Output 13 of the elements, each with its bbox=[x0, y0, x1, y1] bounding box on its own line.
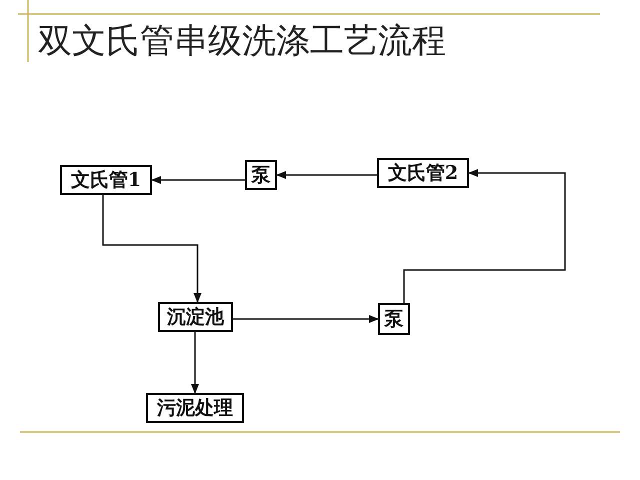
arrow bbox=[191, 332, 199, 394]
process-box: 文氏管2 bbox=[377, 158, 469, 188]
arrow bbox=[233, 315, 379, 323]
arrow bbox=[102, 195, 202, 303]
process-box: 泵 bbox=[245, 160, 277, 190]
process-box: 泵 bbox=[378, 303, 410, 335]
arrow bbox=[151, 176, 245, 184]
process-box: 文氏管1 bbox=[60, 165, 152, 195]
process-box: 沉淀池 bbox=[158, 302, 233, 332]
process-box: 污泥处理 bbox=[146, 393, 244, 423]
arrow bbox=[276, 171, 377, 179]
title: 双文氏管串级洗涤工艺流程 bbox=[38, 20, 446, 63]
arrow bbox=[403, 169, 566, 303]
